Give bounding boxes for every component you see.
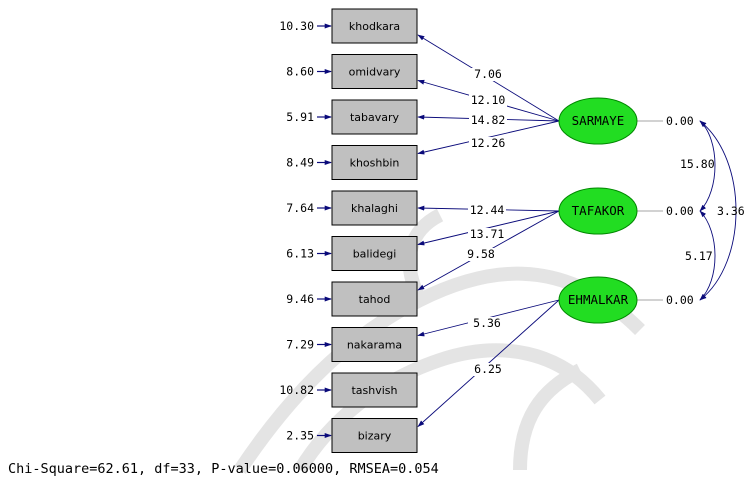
error-variance-omidvary: 8.60 <box>286 65 314 79</box>
observed-label-khalaghi: khalaghi <box>351 202 398 215</box>
covariance-value-tafakor-ehmalkar: 5.17 <box>685 249 713 263</box>
error-variance-tahod: 9.46 <box>286 292 314 306</box>
latent-sarmaye <box>558 97 638 145</box>
latent-variance-ehmalkar: 0.00 <box>666 293 694 307</box>
edges-layer <box>317 23 737 438</box>
loading-label-bg-bizary <box>469 363 507 376</box>
loading-value-omidvary: 12.10 <box>471 93 506 107</box>
observed-label-tabavary: tabavary <box>350 111 400 124</box>
latent-label-tafakor: TAFAKOR <box>572 203 625 218</box>
loading-label-bg-tahod <box>462 248 500 261</box>
fit-statistics: Chi-Square=62.61, df=33, P-value=0.06000… <box>8 461 439 477</box>
loading-label-bg-khoshbin <box>469 137 507 150</box>
latent-label-ehmalkar: EHMALKAR <box>568 292 629 307</box>
latent-ehmalkar <box>558 276 638 324</box>
loading-value-balidegi: 13.71 <box>470 227 505 241</box>
loading-value-tabavary: 14.82 <box>471 113 506 127</box>
observed-box-omidvary <box>331 54 418 89</box>
error-variance-balidegi: 6.13 <box>286 247 314 261</box>
observed-box-khodkara <box>331 8 418 44</box>
loading-value-khalaghi: 12.44 <box>470 203 505 217</box>
observed-box-tahod <box>331 281 418 317</box>
observed-box-khoshbin <box>331 145 418 180</box>
observed-box-balidegi <box>331 236 418 271</box>
error-variance-khodkara: 10.30 <box>279 19 314 33</box>
observed-label-balidegi: balidegi <box>353 248 397 261</box>
loading-value-tahod: 9.58 <box>467 247 495 261</box>
error-variance-bizary: 2.35 <box>286 429 314 443</box>
latent-variance-sarmaye: 0.00 <box>666 114 694 128</box>
covariance-value-sarmaye-tafakor: 15.80 <box>680 157 715 171</box>
observed-box-tabavary <box>331 99 418 135</box>
latent-label-sarmaye: SARMAYE <box>572 113 625 128</box>
observed-label-omidvary: omidvary <box>349 66 401 79</box>
covariance-arc-sarmaye-ehmalkar <box>699 120 737 301</box>
observed-box-khalaghi <box>331 190 418 226</box>
loading-value-khoshbin: 12.26 <box>471 136 506 150</box>
loading-value-khodkara: 7.06 <box>474 67 502 81</box>
loading-value-bizary: 6.25 <box>474 362 502 376</box>
loading-value-nakarama: 5.36 <box>473 316 501 330</box>
covariance-value-sarmaye-ehmalkar: 3.36 <box>717 204 745 218</box>
loading-label-bg-balidegi <box>468 228 506 241</box>
observed-label-bizary: bizary <box>358 430 392 443</box>
latent-tafakor <box>558 187 638 235</box>
observed-box-nakarama <box>331 327 418 362</box>
error-variance-khalaghi: 7.64 <box>286 201 314 215</box>
loading-label-bg-nakarama <box>468 317 506 330</box>
error-variance-tabavary: 5.91 <box>286 110 314 124</box>
loading-arrow-tafakor-balidegi <box>417 210 560 246</box>
loading-label-bg-khalaghi <box>468 204 506 217</box>
nodes-layer: 10.30 8.60 5.91 8.49 7.64 6.13 9.46 7.29 10.82 2.… <box>279 8 745 453</box>
observed-box-tashvish <box>331 372 418 408</box>
error-variance-nakarama: 7.29 <box>286 338 314 352</box>
loading-label-bg-tabavary <box>469 114 507 127</box>
observed-label-khoshbin: khoshbin <box>350 157 400 170</box>
error-variance-khoshbin: 8.49 <box>286 156 314 170</box>
error-variance-tashvish: 10.82 <box>279 383 314 397</box>
loading-label-bg-omidvary <box>469 94 507 107</box>
latent-variance-tafakor: 0.00 <box>666 204 694 218</box>
observed-label-tahod: tahod <box>359 293 391 306</box>
loading-label-bg-khodkara <box>469 68 507 81</box>
observed-box-bizary <box>331 418 418 453</box>
observed-label-tashvish: tashvish <box>351 384 397 397</box>
observed-label-nakarama: nakarama <box>347 339 402 352</box>
observed-label-khodkara: khodkara <box>349 20 400 33</box>
